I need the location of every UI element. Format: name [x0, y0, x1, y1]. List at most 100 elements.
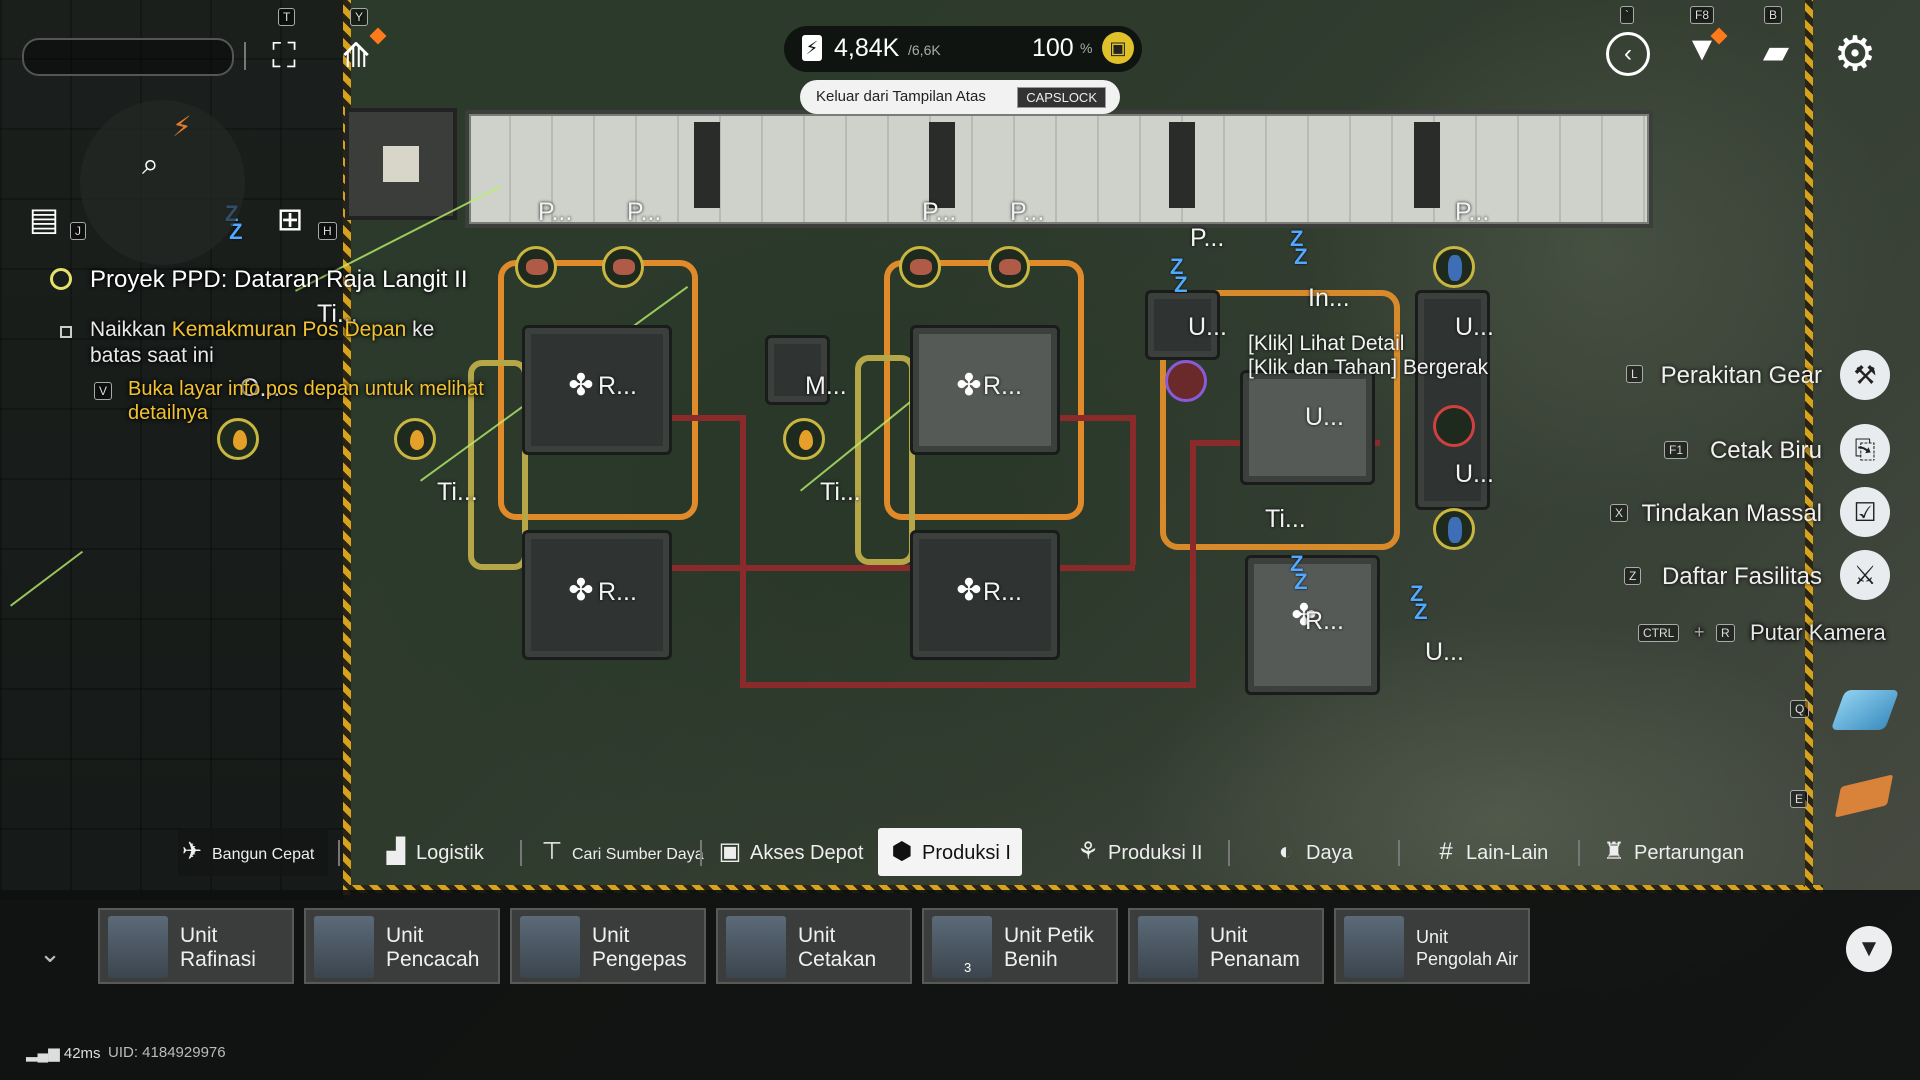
objective-text: Naikkan	[90, 318, 172, 341]
regional-icon[interactable]: ⟰	[341, 37, 371, 75]
power-panel[interactable]: ⚡ 4,84K /6,6K 100 % ▣	[784, 26, 1142, 72]
efficiency-value: 100	[1032, 34, 1074, 62]
build-category-bar: ✈Bangun Cepat ▟Logistik ⊤Cari Sumber Day…	[170, 828, 1760, 878]
category-combat[interactable]: ♜Pertarungan	[1600, 828, 1760, 876]
refinery-unit-3[interactable]: ✤	[910, 325, 1060, 455]
machine-label: Ti...	[1265, 505, 1306, 533]
facility-list-icon[interactable]: ⚔	[1840, 550, 1890, 600]
pipe-yellow-2	[855, 355, 915, 565]
mold-thumb-icon	[726, 916, 786, 978]
key-hint: L	[1626, 365, 1643, 383]
category-power[interactable]: ◐Daya	[1272, 828, 1372, 876]
ore-port[interactable]	[515, 246, 557, 288]
chat-icon[interactable]: ⊞	[276, 201, 304, 237]
machine-label: P...	[627, 198, 662, 226]
utility-unit-2[interactable]	[1145, 290, 1220, 360]
boundary-bottom	[343, 885, 1823, 893]
liquid-port[interactable]	[783, 418, 825, 460]
boundary-left	[343, 0, 351, 895]
efficiency-unit: %	[1080, 40, 1093, 56]
utility-unit-1[interactable]	[1240, 370, 1375, 485]
machine-label: U...	[1305, 403, 1344, 431]
records-icon[interactable]: ▤	[28, 201, 60, 237]
machine-label: P...	[922, 198, 957, 226]
ore-port[interactable]	[602, 246, 644, 288]
refinery-unit-2[interactable]: ✤	[522, 530, 672, 660]
battery-icon: ▣	[1102, 32, 1134, 64]
machine-label: U...	[1425, 638, 1464, 666]
category-quick-build[interactable]: ✈Bangun Cepat	[178, 828, 328, 876]
liquid-port[interactable]	[217, 418, 259, 460]
category-logistics[interactable]: ▟Logistik	[382, 828, 492, 876]
refinery-unit-4[interactable]: ✤	[910, 530, 1060, 660]
liquid-port[interactable]	[394, 418, 436, 460]
blueprint-icon[interactable]: ⎘	[1840, 424, 1890, 474]
gear-assembly-icon[interactable]: ⚒	[1840, 350, 1890, 400]
minimap[interactable]: ⌕ ⚡	[80, 100, 245, 265]
miner-unit[interactable]	[765, 335, 830, 405]
inventory-icon[interactable]: ▰	[1762, 33, 1790, 71]
hint-text: Buka layar info pos depan untuk melihat	[128, 378, 484, 400]
pipe-loop-2	[884, 260, 1084, 520]
boundary-right	[1805, 0, 1813, 893]
side-item-label: Tindakan Massal	[1641, 500, 1822, 527]
key-hint-f8: F8	[1690, 6, 1715, 24]
machine-label: P...	[1010, 198, 1045, 226]
batch-action-icon[interactable]: ☑	[1840, 487, 1890, 537]
route-icon: ⚡	[172, 111, 192, 142]
tech-tree-icon[interactable]: ⛶	[272, 37, 296, 75]
refinery-thumb-icon	[108, 916, 168, 978]
rotate-camera[interactable]: CTRL + R Putar Kamera	[1638, 620, 1898, 650]
exit-top-view-toast[interactable]: Keluar dari Tampilan Atas CAPSLOCK	[800, 80, 1120, 114]
utility-unit-3[interactable]	[1415, 290, 1490, 510]
fan-icon: ✤	[568, 369, 594, 402]
ore-port[interactable]	[988, 246, 1030, 288]
machine-label: U...	[1188, 313, 1227, 341]
category-resource[interactable]: ⊤Cari Sumber Daya	[538, 828, 704, 876]
gem-port[interactable]	[1433, 246, 1475, 288]
machine-label: In...	[1308, 284, 1350, 312]
machine-label: O...	[240, 374, 281, 402]
power-capacity: /6,6K	[908, 42, 941, 58]
tooltip-hold-move: [Klik dan Tahan] Bergerak	[1248, 356, 1489, 379]
machine-label: Ti...	[317, 300, 358, 328]
objective-bullet	[60, 326, 72, 338]
filter-icon[interactable]: ▼	[1846, 926, 1892, 972]
key-hint-j: J	[70, 222, 86, 240]
gem-port[interactable]	[1433, 508, 1475, 550]
power-category-icon: ◐	[1278, 838, 1294, 865]
category-misc[interactable]: #Lain-Lain	[1432, 828, 1562, 876]
protocol-hub[interactable]	[345, 108, 457, 220]
capslock-key: CAPSLOCK	[1017, 87, 1106, 108]
depot-icon: ▣	[718, 838, 742, 865]
refinery-unit-5[interactable]: ✤	[1245, 555, 1380, 695]
settings-icon[interactable]: ⚙	[1833, 28, 1877, 81]
back-icon[interactable]: ‹	[1606, 32, 1650, 76]
warning-port[interactable]	[1433, 405, 1475, 447]
refinery-unit-1[interactable]: ✤	[522, 325, 672, 455]
alert-port[interactable]	[1165, 360, 1207, 402]
collapse-drawer-icon[interactable]: ⌄	[39, 938, 61, 968]
ore-port[interactable]	[899, 246, 941, 288]
quick-build-icon: ✈	[181, 838, 203, 865]
fan-icon: ✤	[956, 574, 982, 607]
fan-icon: ✤	[956, 369, 982, 402]
tooltip-view-detail: [Klik] Lihat Detail	[1248, 332, 1405, 355]
red-pipe-h	[740, 682, 1195, 688]
fan-icon: ✤	[1291, 599, 1317, 632]
ping-indicator: ▂▄▆ 42ms	[26, 1044, 101, 1062]
search-bar[interactable]	[22, 38, 234, 76]
key-hint: F1	[1664, 441, 1689, 459]
pipe-loop-1	[498, 260, 698, 520]
category-production-2[interactable]: ⚘Produksi II	[1074, 828, 1214, 876]
category-production-1[interactable]: ⬢Produksi I	[878, 828, 1022, 876]
machine-label: R...	[983, 372, 1022, 400]
category-depot[interactable]: ▣Akses Depot	[716, 828, 866, 876]
